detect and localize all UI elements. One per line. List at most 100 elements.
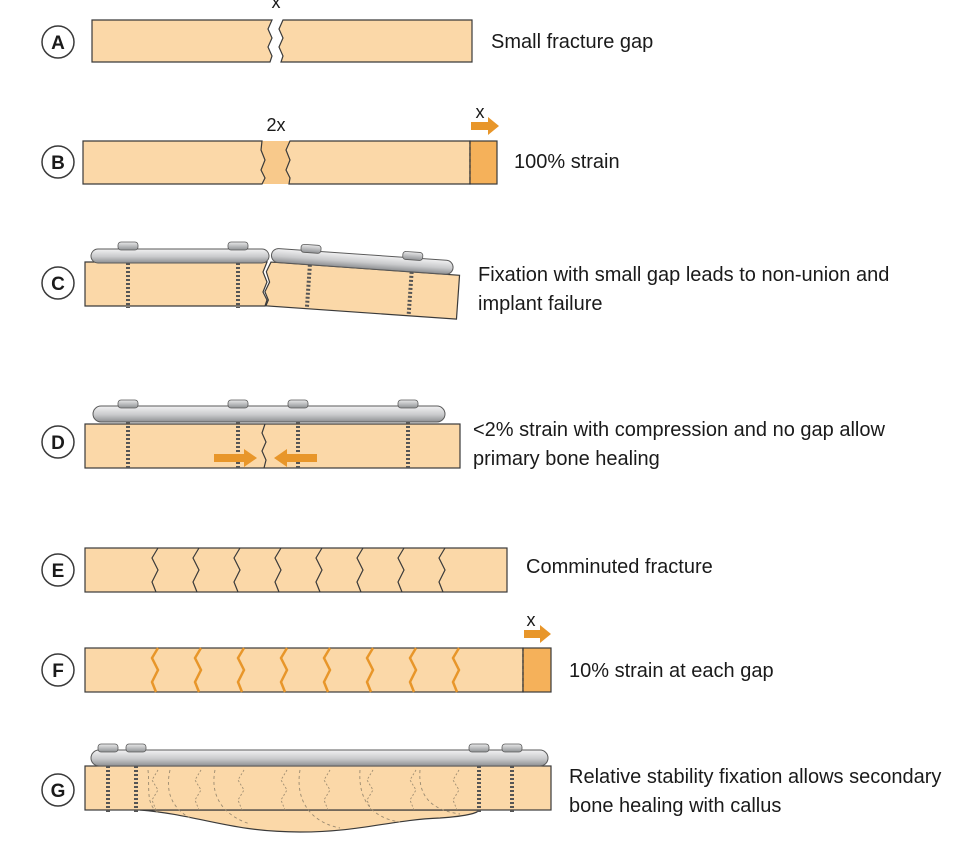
panel-label-circle <box>41 145 75 179</box>
panel-label: B <box>51 153 65 174</box>
screw-head <box>402 251 424 261</box>
screw <box>468 743 490 814</box>
bone-left-fragment <box>82 140 266 185</box>
gap-line <box>150 647 160 693</box>
screw <box>397 399 419 470</box>
screw-head <box>97 743 119 753</box>
bone-left-fragment <box>84 261 268 307</box>
gap-line <box>451 647 461 693</box>
screw <box>300 243 322 309</box>
screw <box>402 251 424 316</box>
gap-line <box>236 647 246 693</box>
screw <box>117 399 139 470</box>
compressed-bone <box>84 423 461 469</box>
panel-label: C <box>51 274 65 295</box>
callus <box>139 809 479 833</box>
panel-label: G <box>51 781 66 802</box>
screw-head <box>125 743 147 753</box>
panel-caption: Comminuted fracture <box>526 556 713 578</box>
bone-left-fragment <box>91 19 273 63</box>
panel-label-circle <box>41 553 75 587</box>
screw-head <box>468 743 490 753</box>
screw-head <box>117 399 139 409</box>
strain-elongation <box>522 647 552 693</box>
gap-label: x <box>272 0 281 12</box>
panel-caption-line-1: <2% strain with compression and no gap a… <box>473 419 885 441</box>
bone-plate <box>90 248 270 264</box>
elongation-label: x <box>527 610 536 630</box>
compression-arrow-right-icon <box>214 449 257 467</box>
gap-label: 2x <box>266 115 285 135</box>
panel-caption-line-2: implant failure <box>478 293 603 315</box>
callus-outline <box>147 769 461 829</box>
panel-label: D <box>51 433 65 454</box>
elongation-label: x <box>476 102 485 122</box>
panel-caption-line-2: primary bone healing <box>473 448 660 470</box>
screw <box>227 241 249 308</box>
panel-label: A <box>51 33 65 54</box>
fracture-line <box>233 547 241 593</box>
screw-head <box>227 241 249 251</box>
panel-d: D <2% strain with compression and no gap… <box>41 399 885 470</box>
panel-label-circle <box>41 266 75 300</box>
screw-head <box>300 243 322 254</box>
panel-label-circle <box>41 425 75 459</box>
screw <box>97 743 119 814</box>
panel-label-circle <box>41 773 75 807</box>
bone-plate <box>90 749 549 767</box>
comminuted-bone <box>84 647 524 693</box>
panel-label-circle <box>41 653 75 687</box>
screw-thread <box>406 271 414 316</box>
panel-label-circle <box>41 25 75 59</box>
panel-e: E Comminuted fracture <box>41 547 713 593</box>
gap-line <box>408 647 418 693</box>
gap-line <box>322 647 332 693</box>
fracture-lines <box>151 547 446 593</box>
screw-thread <box>304 264 312 309</box>
strain-elongation <box>469 140 498 185</box>
screw-head <box>397 399 419 409</box>
fracture-line <box>356 547 364 593</box>
screw <box>125 743 147 814</box>
widened-gap <box>261 141 290 184</box>
comminuted-bone <box>84 547 508 593</box>
fracture-line <box>315 547 323 593</box>
strained-gaps <box>150 647 461 693</box>
fracture-line <box>192 547 200 593</box>
bone-right-fragment <box>278 19 473 63</box>
fracture-line <box>151 547 159 593</box>
panel-caption-line-1: Relative stability fixation allows secon… <box>569 766 941 788</box>
healing-bone <box>84 765 552 811</box>
panel-g: G Relative sta <box>41 743 941 833</box>
gap-line <box>279 647 289 693</box>
bone-right-fragment <box>285 140 471 185</box>
fracture-line <box>438 547 446 593</box>
screw <box>117 241 139 308</box>
gap-line <box>365 647 375 693</box>
arrow-right-icon <box>471 117 499 135</box>
panel-caption: 10% strain at each gap <box>569 660 774 682</box>
arrow-right-icon <box>524 625 551 643</box>
screw <box>501 743 523 814</box>
fracture-line <box>274 547 282 593</box>
panel-c: C Fixation with small gap leads to non-u… <box>41 241 889 320</box>
panel-label: E <box>52 561 65 582</box>
panel-caption: Small fracture gap <box>491 31 653 53</box>
bone-plate <box>270 248 454 275</box>
panel-b: B 2x x 100% strain <box>41 102 620 185</box>
panel-caption-line-2: bone healing with callus <box>569 795 781 817</box>
panel-a: A x Small fracture gap <box>41 0 653 63</box>
fracture-line <box>261 423 267 469</box>
gap-line <box>193 647 203 693</box>
compression-arrow-left-icon <box>274 449 317 467</box>
bone-plate <box>92 405 446 423</box>
panel-f: F x 10% strain at each gap <box>41 610 774 693</box>
fracture-line <box>397 547 405 593</box>
screw-head <box>287 399 309 409</box>
panel-caption-line-1: Fixation with small gap leads to non-uni… <box>478 264 889 286</box>
screw-head <box>501 743 523 753</box>
screw-head <box>227 399 249 409</box>
screw-head <box>117 241 139 251</box>
tilted-fragment <box>264 243 461 320</box>
